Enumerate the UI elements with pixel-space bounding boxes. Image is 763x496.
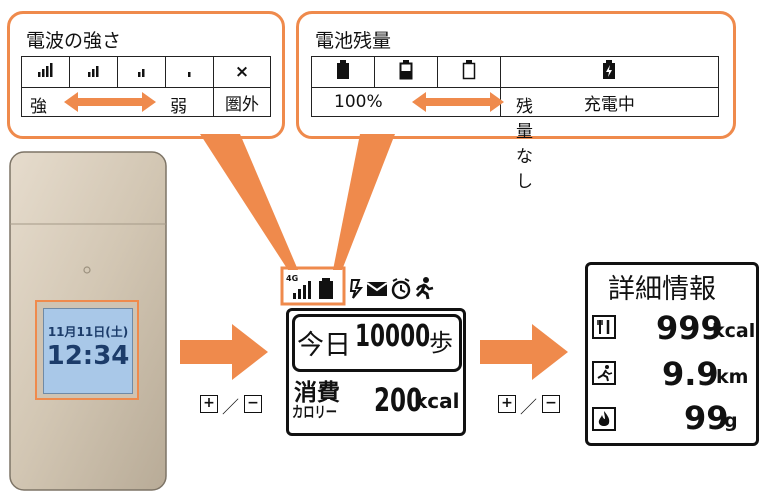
battery-title: 電池残量 bbox=[315, 30, 392, 52]
key-separator: ／ bbox=[520, 398, 537, 418]
signal-icon bbox=[293, 281, 311, 299]
signal-4-bars-icon bbox=[21, 56, 70, 88]
phone-date: 11月11日(土) bbox=[47, 325, 129, 339]
external-lcd: 11月11日(土) 12:34 bbox=[43, 308, 133, 394]
battery-table: 100% 残量なし 充電中 bbox=[311, 56, 720, 192]
external-display: 11月11日(土) 12:34 bbox=[35, 300, 139, 400]
distance-value: 9.9 bbox=[662, 355, 719, 393]
steps-value: 10000 bbox=[355, 319, 431, 354]
walking-icon bbox=[415, 277, 434, 300]
signal-1-bar-icon bbox=[165, 56, 214, 88]
nav-keys-2: + ／ − bbox=[498, 395, 570, 418]
signal-title: 電波の強さ bbox=[26, 30, 122, 52]
flip-phone: 11月11日(土) 12:34 bbox=[8, 150, 168, 492]
calorie-intake-unit: kcal bbox=[712, 320, 756, 342]
signal-range-cell: 強 弱 bbox=[21, 87, 214, 117]
phone-time: 12:34 bbox=[46, 341, 130, 371]
minus-key-icon[interactable]: − bbox=[542, 395, 560, 413]
no-signal-icon: × bbox=[213, 56, 271, 88]
details-title: 詳細情報 bbox=[608, 274, 716, 305]
double-arrow-icon bbox=[412, 92, 504, 112]
double-arrow-icon bbox=[64, 92, 156, 112]
calorie-intake-value: 999 bbox=[656, 309, 723, 347]
signal-2-bars-icon bbox=[117, 56, 166, 88]
network-label: 4G bbox=[286, 274, 299, 283]
alarm-icon bbox=[391, 278, 411, 300]
battery-empty-label: 残量なし bbox=[516, 97, 533, 192]
kcal-unit: kcal bbox=[414, 389, 460, 413]
pedometer-mode-icon bbox=[349, 279, 364, 299]
calorie-label: カロリー bbox=[292, 403, 338, 421]
details-lcd: 詳細情報 999 kcal 9.9 km 99 g bbox=[585, 262, 759, 446]
signal-weak-label: 弱 bbox=[170, 97, 187, 117]
battery-full-label: 100% bbox=[334, 92, 383, 112]
next-arrow-2 bbox=[480, 324, 568, 380]
running-icon bbox=[592, 361, 616, 385]
plus-key-icon[interactable]: + bbox=[498, 395, 516, 413]
steps-box: 今日 10000 歩 bbox=[292, 314, 462, 372]
battery-icon bbox=[319, 278, 333, 299]
key-separator: ／ bbox=[222, 398, 239, 418]
battery-half-icon bbox=[373, 56, 438, 88]
next-arrow-1 bbox=[180, 324, 268, 380]
plus-key-icon[interactable]: + bbox=[200, 395, 218, 413]
fat-burned-value: 99 bbox=[684, 399, 729, 437]
battery-full-icon bbox=[311, 56, 375, 88]
status-bar: 4G bbox=[286, 274, 466, 302]
signal-strong-label: 強 bbox=[30, 97, 47, 117]
pedometer-lcd: 今日 10000 歩 消費 カロリー 200 kcal bbox=[286, 308, 466, 436]
pedometer-screen: 4G 今日 10000 歩 消費 カロリー 200 kcal bbox=[282, 268, 467, 438]
signal-3-bars-icon bbox=[69, 56, 118, 88]
mail-icon bbox=[366, 282, 388, 296]
details-row-distance: 9.9 km bbox=[588, 355, 756, 397]
battery-range-cell: 100% 残量なし bbox=[311, 87, 533, 192]
fork-knife-icon bbox=[592, 315, 616, 339]
details-row-fat: 99 g bbox=[588, 399, 756, 441]
calorie-row: 消費 カロリー 200 kcal bbox=[292, 373, 462, 429]
minus-key-icon[interactable]: − bbox=[244, 395, 262, 413]
signal-strength-callout: 電波の強さ × 強 弱 圏外 bbox=[7, 11, 285, 139]
charging-label: 充電中 bbox=[499, 87, 720, 117]
steps-unit: 歩 bbox=[429, 329, 453, 357]
kcal-value: 200 bbox=[374, 381, 423, 419]
battery-empty-icon bbox=[436, 56, 501, 88]
battery-callout: 電池残量 100% 残量なし 充電中 bbox=[296, 11, 736, 192]
today-label: 今日 bbox=[297, 330, 351, 361]
out-of-range-label: 圏外 bbox=[213, 87, 271, 117]
nav-keys-1: + ／ − bbox=[200, 395, 272, 418]
signal-table: × 強 弱 圏外 bbox=[21, 56, 271, 117]
distance-unit: km bbox=[716, 366, 749, 388]
battery-charging-icon bbox=[499, 56, 720, 88]
fat-burned-unit: g bbox=[724, 410, 738, 432]
details-row-calorie: 999 kcal bbox=[588, 309, 756, 351]
consumed-label: 消費 bbox=[294, 380, 340, 406]
fire-icon bbox=[592, 407, 616, 431]
